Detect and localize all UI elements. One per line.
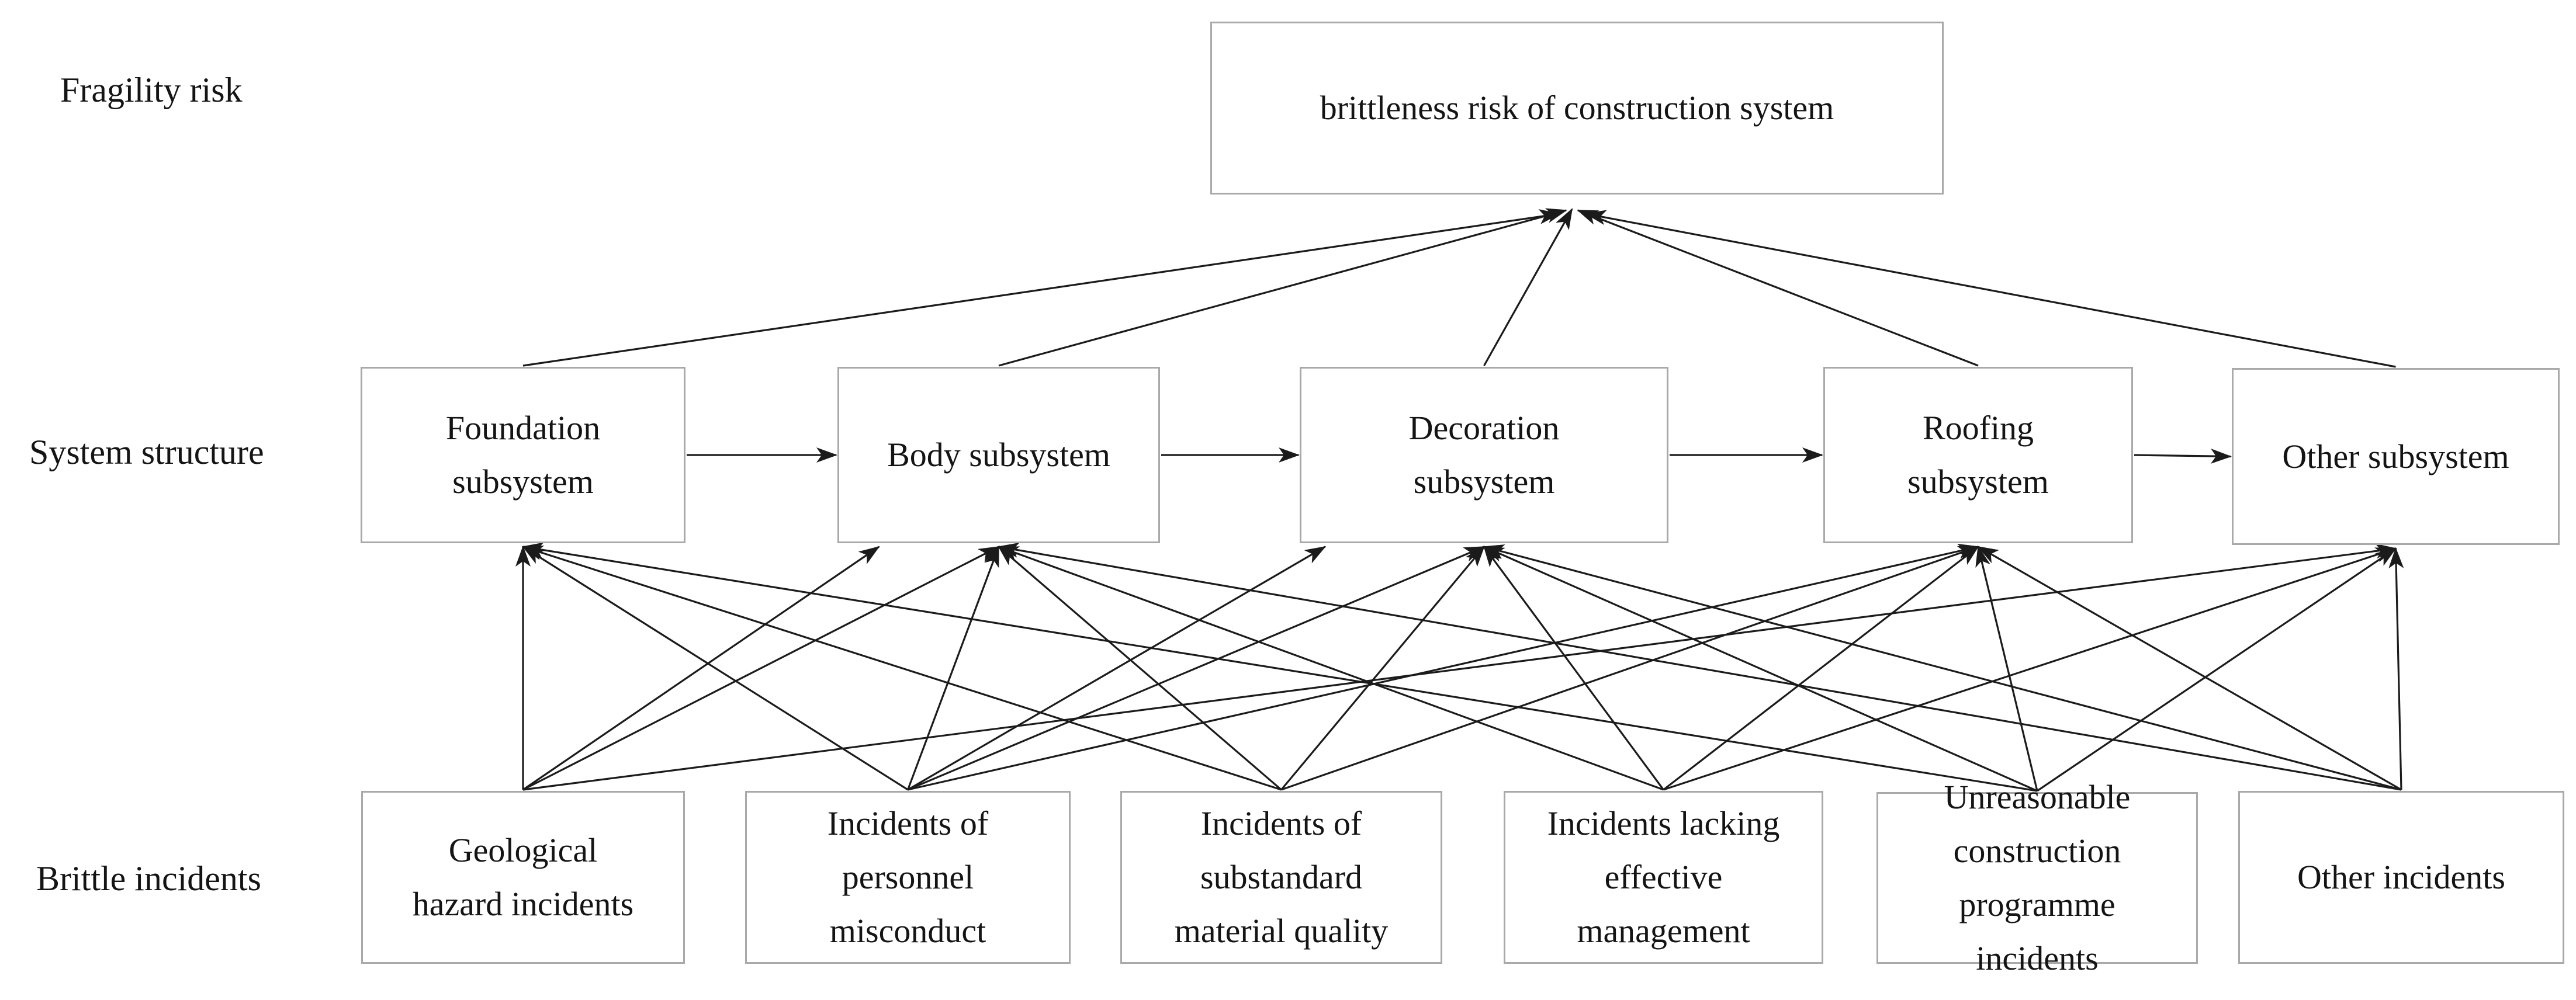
node-i6-box: Other incidents: [2238, 791, 2564, 964]
edge-web-i2-s2: [907, 546, 1000, 790]
edge-web-i5-s4: [1975, 546, 2038, 791]
node-s1-label-line: Foundation: [445, 409, 601, 447]
edge-s1-to-root: [522, 209, 1560, 367]
node-i4-label-line: effective: [1604, 858, 1723, 896]
node-s3-label-line: Decoration: [1408, 409, 1560, 447]
row-label-brittle-incidents: Brittle incidents: [36, 859, 261, 898]
edge-s2-to-root: [998, 208, 1567, 367]
node-root-label-line: brittleness risk of construction system: [1320, 89, 1834, 127]
edge-web-i6-s3: [1483, 544, 2402, 791]
node-i3-label-line: Incidents of: [1200, 804, 1362, 842]
edge-web-i2-s3: [907, 546, 1486, 791]
node-i4-box: Incidents lacking effective management: [1504, 791, 1823, 964]
node-i1-label-line: hazard incidents: [412, 885, 634, 923]
edge-web-i6-s5: [2388, 547, 2404, 790]
edge-web-i6-s2: [998, 542, 2402, 791]
node-i4-label-line: Incidents lacking: [1547, 804, 1780, 842]
node-i2-label-line: misconduct: [829, 912, 986, 950]
node-s4-box: Roofing subsystem: [1823, 367, 2133, 543]
node-i3-box: Incidents of substandard material quality: [1120, 791, 1442, 964]
edge-web-i5-s1: [522, 542, 2038, 792]
node-i2-label-line: personnel: [842, 858, 974, 896]
edge-web-i4-s3: [1483, 546, 1664, 790]
edge-web-i5-s3: [1483, 546, 2038, 792]
edge-web-i3-s1: [522, 546, 1282, 791]
edge-web-i1-s2: [522, 546, 880, 791]
node-s1-label-line: subsystem: [452, 463, 594, 501]
node-s4-label-line: Roofing: [1922, 409, 2034, 447]
node-i1-label-line: Geological: [448, 831, 598, 869]
node-s3-box: Decoration subsystem: [1300, 367, 1668, 543]
node-i5-label-line: construction: [1953, 832, 2121, 870]
edge-s5-to-root: [1585, 210, 2396, 368]
node-i6-label-line: Other incidents: [2297, 858, 2505, 896]
node-i5-label-line: programme: [1959, 886, 2115, 923]
edge-web-i2-s3: [907, 546, 1327, 791]
node-s1-box: Foundation subsystem: [361, 367, 685, 543]
node-i3-label-line: substandard: [1200, 858, 1363, 896]
edge-web-i6-s4: [1977, 546, 2402, 791]
node-i5-label-line: Unreasonable: [1944, 778, 2131, 816]
edge-web-i1-s5: [522, 543, 2397, 791]
edge-s3-to-root: [1483, 208, 1573, 366]
node-s2-box: Body subsystem: [837, 367, 1160, 543]
node-s5-label-line: Other subsystem: [2282, 437, 2509, 475]
edge-web-i3-s2: [998, 546, 1282, 791]
node-s3-label-line: subsystem: [1413, 463, 1555, 501]
node-s2-label-line: Body subsystem: [887, 436, 1110, 474]
edge-web-i4-s4: [1663, 546, 1979, 791]
edge-web-i5-s5: [2037, 547, 2397, 792]
node-i5-box: Unreasonable construction programme inciden…: [1876, 778, 2198, 977]
edge-web-i2-s1: [522, 546, 909, 791]
node-i2-label-line: Incidents of: [827, 804, 989, 842]
edge-web-i4-s2: [998, 546, 1664, 791]
node-root-box: brittleness risk of construction system: [1210, 22, 1944, 195]
node-i3-label-line: material quality: [1174, 912, 1389, 950]
row-label-fragility-risk: Fragility risk: [60, 71, 243, 109]
edge-web-i4-s5: [1663, 547, 2397, 791]
edge-web-i2-s4: [908, 543, 1979, 791]
node-i2-box: Incidents of personnel misconduct: [745, 791, 1071, 964]
edge-flow-s4-s5: [2134, 448, 2232, 464]
node-i4-label-line: management: [1577, 912, 1750, 950]
edge-web-i3-s4: [1280, 546, 1979, 791]
node-s5-box: Other subsystem: [2232, 368, 2560, 545]
node-i1-box: Geological hazard incidents: [361, 791, 685, 964]
edge-s4-to-root: [1577, 209, 1979, 367]
edge-web-i3-s3: [1280, 546, 1485, 791]
row-label-system-structure: System structure: [29, 433, 264, 471]
node-s4-label-line: subsystem: [1907, 463, 2049, 501]
node-i5-label-line: incidents: [1976, 939, 2099, 977]
edge-web-i1-s2: [522, 546, 1000, 791]
